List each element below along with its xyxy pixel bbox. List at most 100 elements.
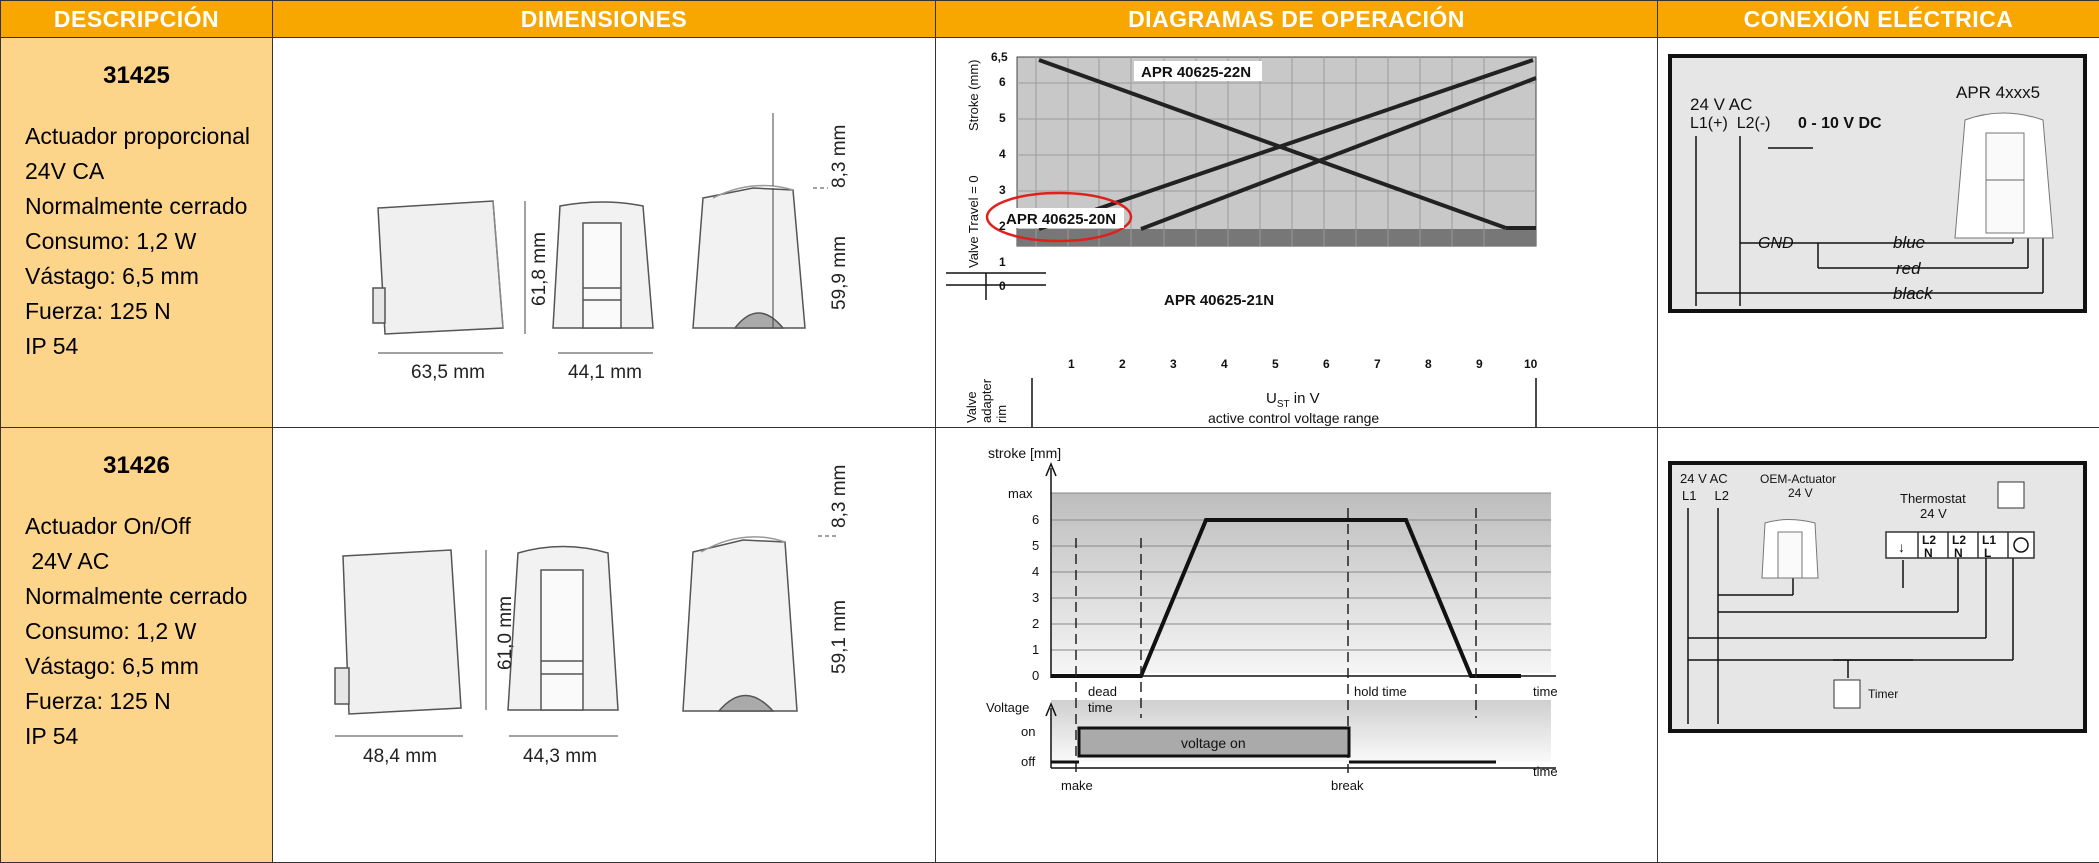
make-label: make	[1061, 778, 1093, 793]
on-tick: on	[1021, 724, 1035, 739]
model-label: APR 4xxx5	[1956, 83, 2040, 102]
desc-line: Actuador On/Off	[25, 509, 272, 544]
product-code: 31426	[25, 448, 248, 483]
dim-top: 8,3 mm	[829, 465, 850, 528]
y-tick: 0	[999, 279, 1006, 293]
thermostat-label: Thermostat	[1900, 491, 1966, 506]
thermostat-terminal: L2	[1952, 533, 1966, 547]
header-diagramas: DIAGRAMAS DE OPERACIÓN	[936, 1, 1658, 38]
dimensions-drawing: 63,5 mm 44,1 mm 61,8 mm 8,3 mm 59,9 mm	[273, 38, 936, 427]
y-tick: 5	[999, 111, 1006, 125]
x-tick: 5	[1272, 357, 1279, 371]
desc-line: 24V AC	[25, 544, 272, 579]
description-cell: 31425 Actuador proporcional 24V CA Norma…	[1, 38, 273, 428]
dim-height: 61,0 mm	[495, 596, 516, 670]
y-axis-label: stroke [mm]	[988, 445, 1061, 461]
series-22n-label: APR 40625-22N	[1141, 64, 1251, 81]
hold-time-label: hold time	[1354, 684, 1407, 699]
description-cell: 31426 Actuador On/Off 24V AC Normalmente…	[1, 428, 273, 863]
y-tick: 5	[1032, 538, 1039, 553]
series-20n-label: APR 40625-20N	[1006, 211, 1116, 228]
thermostat-terminal: L2	[1922, 533, 1936, 547]
operation-diagram-cell: voltage on stroke [mm] max 6 5 4 3 2 1 0…	[936, 428, 1658, 863]
wire-red-label: red	[1896, 259, 1921, 278]
proportional-stroke-diagram: APR 40625-22N APR 40625-20N APR 40625-21…	[936, 38, 1658, 427]
time-label-2: time	[1533, 764, 1558, 779]
dimensions-cell: 63,5 mm 44,1 mm 61,8 mm 8,3 mm 59,9 mm	[273, 38, 936, 428]
dim-top: 8,3 mm	[829, 125, 850, 188]
dim-depth: 44,1 mm	[568, 362, 642, 383]
desc-line: 24V CA	[25, 154, 272, 189]
x-tick: 7	[1374, 357, 1381, 371]
voltage-on-label: voltage on	[1181, 735, 1246, 751]
oem-voltage-label: 24 V	[1788, 486, 1813, 500]
valve-travel-label: Valve Travel = 0	[966, 175, 981, 268]
dim-depth: 44,3 mm	[523, 746, 597, 767]
gnd-label: GND	[1758, 235, 1794, 252]
break-label: break	[1331, 778, 1364, 793]
product-code: 31425	[25, 58, 248, 93]
terminals-label: L1(+) L2(-)	[1690, 115, 1770, 132]
y-axis-label: Stroke (mm)	[966, 60, 981, 132]
desc-line: Consumo: 1,2 W	[25, 224, 272, 259]
y-tick: 0	[1032, 668, 1039, 683]
x-tick: 2	[1119, 357, 1126, 371]
y-tick: 3	[1032, 590, 1039, 605]
x-tick: 10	[1524, 357, 1538, 371]
y-tick: 1	[1032, 642, 1039, 657]
thermostat-voltage-label: 24 V	[1920, 506, 1947, 521]
svg-text:↓: ↓	[1898, 539, 1905, 555]
y-tick: 4	[1032, 564, 1039, 579]
x-tick: 4	[1221, 357, 1228, 371]
desc-line: Fuerza: 125 N	[25, 294, 272, 329]
dimensions-drawing: 48,4 mm 44,3 mm 61,0 mm 8,3 mm 59,1 mm	[273, 428, 936, 862]
desc-line: Vástago: 6,5 mm	[25, 649, 272, 684]
signal-label: 0 - 10 V DC	[1798, 115, 1882, 132]
wire-blue-label: blue	[1893, 233, 1925, 252]
thermostat-terminal: L1	[1982, 533, 1996, 547]
x-tick: 6	[1323, 357, 1330, 371]
valve-rim-label-1: Valve	[964, 391, 979, 423]
thermostat-terminal: L	[1984, 546, 1991, 560]
off-tick: off	[1021, 754, 1036, 769]
dead-time-label: time	[1088, 700, 1113, 715]
header-descripcion: DESCRIPCIÓN	[1, 1, 273, 38]
x-tick: 1	[1068, 357, 1075, 371]
wiring-cell: 24 V AC L1(+) L2(-) 0 - 10 V DC APR 4xxx…	[1658, 38, 2099, 428]
desc-line: Vástago: 6,5 mm	[25, 259, 272, 294]
y-tick: 4	[999, 147, 1006, 161]
operation-diagram-cell: APR 40625-22N APR 40625-20N APR 40625-21…	[936, 38, 1658, 428]
timer-label: Timer	[1868, 687, 1898, 701]
series-21n-label: APR 40625-21N	[1164, 292, 1274, 309]
voltage-axis-label: Voltage	[986, 700, 1029, 715]
thermostat-terminal: N	[1924, 546, 1933, 560]
y-tick: 2	[999, 219, 1006, 233]
desc-line: Consumo: 1,2 W	[25, 614, 272, 649]
y-tick: 2	[1032, 616, 1039, 631]
y-tick: 6	[1032, 512, 1039, 527]
product-row-31425: 31425 Actuador proporcional 24V CA Norma…	[1, 38, 2099, 428]
beyond-label: Range beyond travel	[1196, 329, 1334, 346]
wiring-diagram-proportional: 24 V AC L1(+) L2(-) 0 - 10 V DC APR 4xxx…	[1658, 38, 2099, 427]
dim-body: 59,9 mm	[829, 236, 850, 310]
supply-label: 24 V AC	[1690, 95, 1752, 114]
y-tick: 6	[999, 75, 1006, 89]
dead-label: dead	[1088, 684, 1117, 699]
x-axis-label: UST in V	[1266, 390, 1320, 410]
terminals-label: L1 L2	[1682, 488, 1729, 503]
wiring-diagram-onoff: 24 V AC L1 L2 OEM-Actuator 24 V Thermost…	[1658, 428, 2099, 862]
desc-line: IP 54	[25, 329, 272, 364]
x-tick: 3	[1170, 357, 1177, 371]
product-row-31426: 31426 Actuador On/Off 24V AC Normalmente…	[1, 428, 2099, 863]
dim-width: 48,4 mm	[363, 746, 437, 767]
desc-line: Normalmente cerrado	[25, 189, 272, 224]
dim-body: 59,1 mm	[829, 600, 850, 674]
y-tick-max: max	[1008, 486, 1033, 501]
x-tick: 8	[1425, 357, 1432, 371]
x-tick: 9	[1476, 357, 1483, 371]
wire-black-label: black	[1893, 284, 1934, 303]
valve-rim-label-3: rim	[994, 405, 1009, 423]
desc-line: Normalmente cerrado	[25, 579, 272, 614]
dimensions-cell: 48,4 mm 44,3 mm 61,0 mm 8,3 mm 59,1 mm	[273, 428, 936, 863]
